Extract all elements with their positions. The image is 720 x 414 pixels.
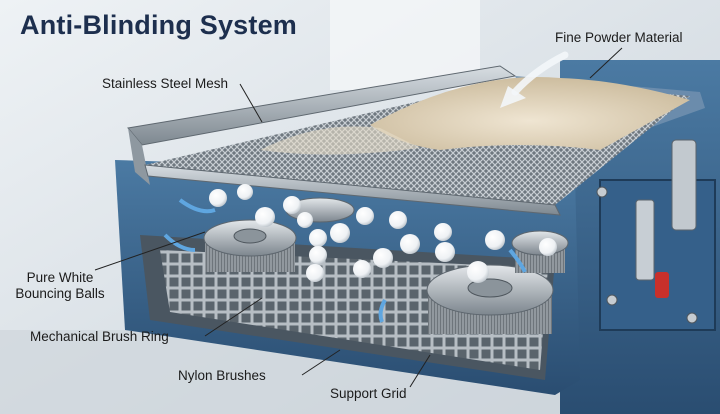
bouncing-ball [467,261,489,283]
bouncing-ball [306,264,324,282]
brush-ring-center [426,264,554,334]
pressure-valve [655,272,669,298]
label-stainless-mesh: Stainless Steel Mesh [102,76,229,91]
label-balls: Pure White Bouncing Balls [0,270,120,302]
fine-powder-spray [260,126,420,155]
bouncing-ball [209,189,227,207]
leader-line-stainless-mesh [239,83,263,123]
bouncing-ball [297,212,313,228]
label-fine-powder: Fine Powder Material [555,30,683,45]
bouncing-ball [283,196,301,214]
bolt [596,186,608,198]
machine-panel [599,179,716,331]
leader-line-brush-ring [204,297,263,337]
bouncing-balls [209,184,557,283]
bouncing-ball [309,229,327,247]
bolt [606,294,618,306]
bouncing-ball [353,260,371,278]
leader-line-balls [94,231,206,271]
bounce-arrow [163,233,196,252]
powder-flow-arrow [511,51,569,96]
page-title: Anti-Blinding System [20,10,298,40]
bouncing-ball [330,223,350,243]
pneumatic-cylinder [635,199,655,281]
brush-ring-hub [233,228,267,244]
powder-flow-arrowhead [500,86,526,108]
label-support-grid: Support Grid [330,386,407,401]
bounce-arrow [178,198,216,214]
leader-line-support-grid [409,354,431,388]
bouncing-ball [237,184,253,200]
leader-line-nylon-brushes [301,349,341,376]
bouncing-ball [435,242,455,262]
fine-powder-pile [370,76,690,150]
label-brush-ring: Mechanical Brush Ring [30,329,169,344]
bouncing-ball [539,238,557,256]
bouncing-ball [356,207,374,225]
brush-ring-hub [467,278,513,298]
bouncing-ball [400,234,420,254]
label-balls-line1: Pure White [26,270,94,285]
side-bracket [671,139,697,231]
bouncing-ball [434,223,452,241]
mesh-front-rail [144,164,561,216]
bouncing-ball [373,248,393,268]
label-nylon-brushes: Nylon Brushes [178,368,266,383]
bouncing-ball [485,230,505,250]
bolt [686,312,698,324]
bounce-arrow [508,248,527,273]
label-balls-line2: Bouncing Balls [15,286,105,301]
bounce-arrow [378,298,387,323]
leader-line-fine-powder [589,47,623,79]
brush-ring-left [203,219,297,272]
bouncing-ball [255,207,275,227]
bouncing-ball [389,211,407,229]
top-rail-side [128,128,150,185]
bouncing-ball [309,246,327,264]
